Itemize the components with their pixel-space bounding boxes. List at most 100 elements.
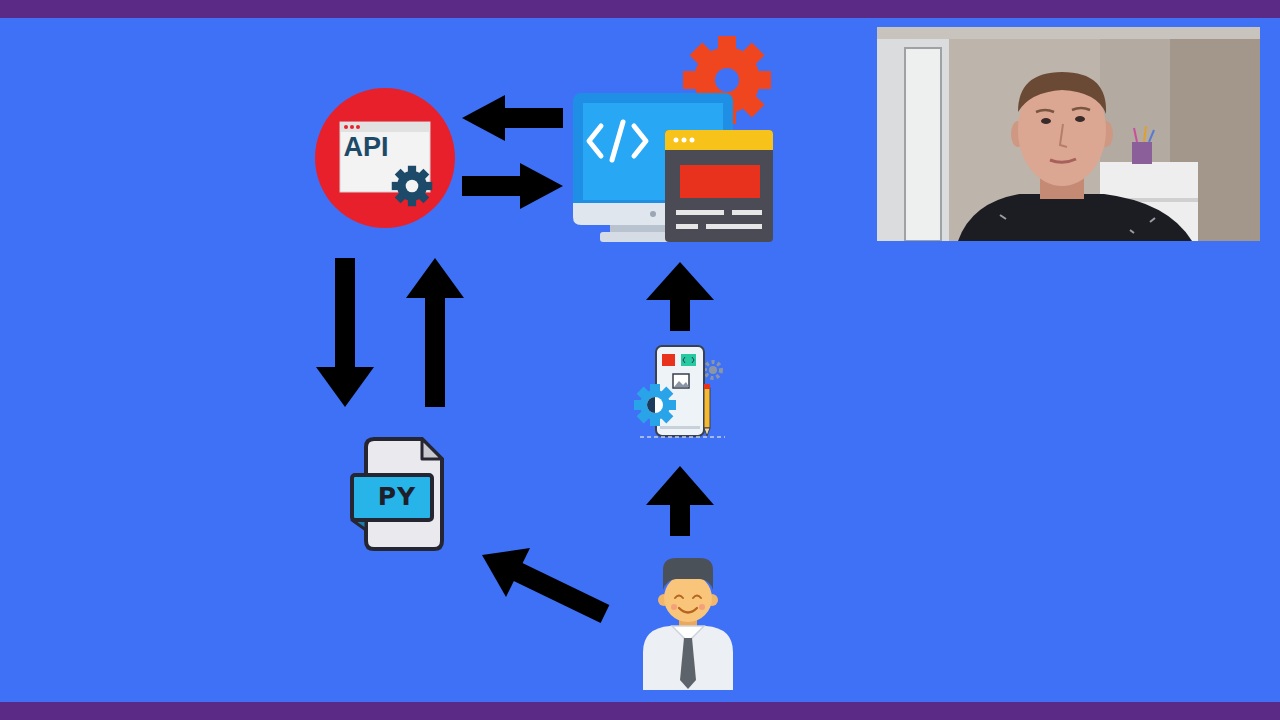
person-icon-part [680,638,696,689]
block-arrow-part [503,108,563,128]
mobile-app-icon-part-part [647,397,655,413]
code-symbol-part [634,126,646,156]
webcam-photo-part [877,27,1260,241]
mobile-app-icon-part [656,346,704,436]
mobile-app-icon-part-part [647,397,663,413]
mobile-app-icon-part [681,354,696,366]
webcam-photo-part [877,27,949,241]
top-bar [0,0,1280,18]
block-arrow [462,163,563,209]
icon-label: PY [378,483,416,512]
mobile-app-icon-part [673,374,689,388]
webcam-photo-part [1075,116,1085,122]
webcam-photo-part [1134,128,1137,142]
webcam-photo-part [1018,72,1106,114]
file-fold [422,439,442,459]
person-icon-part [663,558,713,590]
block-arrow [462,95,563,141]
mobile-app-icon [634,346,725,437]
webcam-photo [877,27,1260,241]
block-arrow-part [670,298,690,331]
browser-window-icon-part [676,224,698,229]
mobile-app-icon-part [705,362,721,378]
mobile-app-icon-part-part [709,366,717,374]
flow-arrow [335,258,355,371]
file-band [352,475,432,520]
api-window-bar [340,122,430,132]
block-arrow [646,466,714,536]
person-icon-part [643,626,733,690]
webcam-photo-part [1036,108,1090,112]
webcam-photo-part [1132,142,1152,164]
webcam-photo-part [1144,126,1146,142]
mobile-app-icon-part-part [704,388,710,428]
block-arrow-part [482,548,530,597]
block-arrow-part [670,503,690,536]
person-icon-part [675,596,701,599]
mobile-app-icon-part [704,384,710,436]
mobile-app-icon-part [683,357,694,363]
block-arrow-part [462,176,522,196]
flow-arrow [425,294,445,407]
block-arrow [482,548,605,614]
browser-window-icon-part [706,224,762,229]
block-arrow-part [462,95,505,141]
browser-window-icon-part [690,138,695,143]
block-arrow [646,262,714,331]
mobile-app-icon-part-part [640,390,670,420]
window-dot [344,125,348,129]
browser-window-icon-part [674,138,679,143]
browser-window-icon-part [680,165,760,198]
orange-gear-part [715,68,739,92]
mobile-app-icon-part [640,436,725,438]
block-arrow-part [646,262,714,300]
mobile-app-icon-part-part [704,384,710,389]
webcam-photo-part [905,48,941,241]
browser-window-icon-part [676,210,724,215]
code-symbol-part [589,126,601,156]
window-dot [356,125,360,129]
browser-window-icon-part [665,130,773,150]
webcam-photo-part [1060,124,1067,147]
mobile-app-icon-part-part [704,428,710,436]
mobile-app-icon-part [674,381,689,387]
browser-window-icon-part [732,210,762,215]
api-circle [315,88,455,228]
webcam-photo-part [1000,215,1155,233]
person-icon-part [699,604,705,610]
webcam-photo-part [1041,118,1051,124]
gear-body [397,171,427,201]
person-icon [643,558,733,690]
gear-symbol [392,166,433,207]
mobile-app-icon-part [662,354,675,366]
person-icon-part [671,604,677,610]
browser-window-icon-part [665,130,773,242]
python-file-icon: PY [330,437,460,552]
window-dot [350,125,354,129]
webcam-photo-part [877,27,1260,39]
mobile-app-icon-part [634,384,676,426]
monitor-icon-part [650,211,656,217]
webcam-photo-part [1050,159,1076,162]
bottom-bar [0,702,1280,720]
mobile-app-icon-part [660,426,700,429]
block-arrow-part [646,466,714,505]
browser-window-icon [665,130,773,242]
api-icon: API [315,88,455,228]
block-arrow-part [520,163,563,209]
person-icon-part [664,574,712,622]
code-symbol [589,122,646,160]
block-arrow-part [516,571,605,614]
gear-hole [406,180,419,193]
person-icon-part [679,608,697,613]
mobile-app-icon-part-part [705,362,721,378]
browser-window-icon-part [682,138,687,143]
webcam-photo-part [1149,130,1154,142]
webcam-photo-part [958,194,1192,241]
icon-label: API [343,132,388,163]
